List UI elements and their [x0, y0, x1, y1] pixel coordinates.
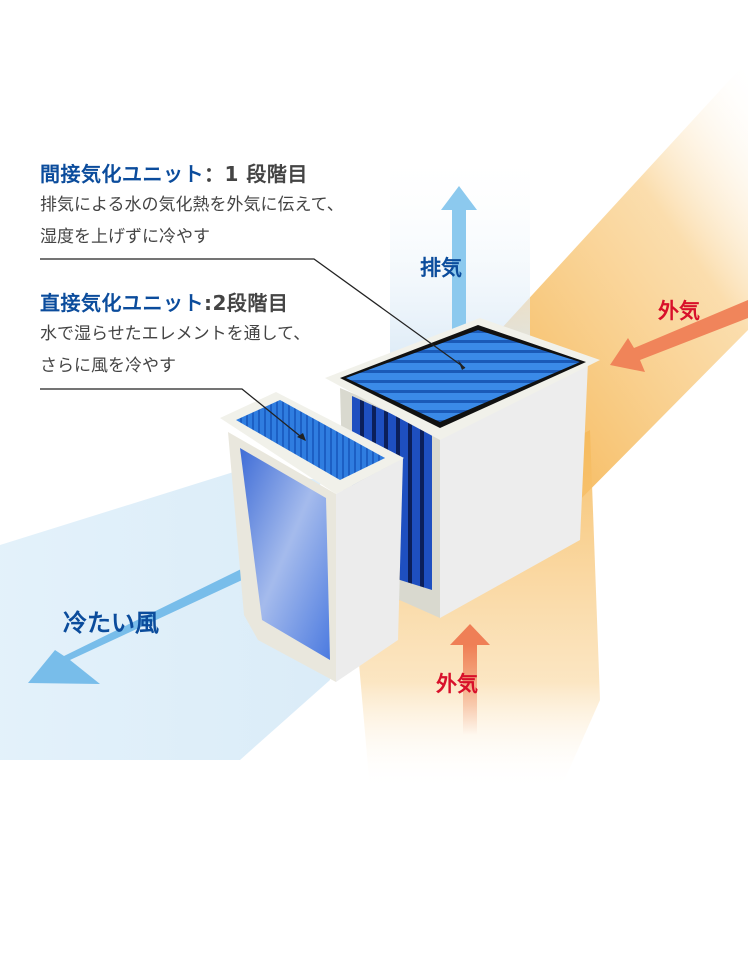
- direct-evaporative-unit: [220, 392, 404, 682]
- direct-unit-title: 直接気化ユニット:2段階目: [40, 287, 310, 316]
- direct-unit-stage: :2段階目: [204, 291, 289, 315]
- indirect-unit-stage: ：1 段階目: [204, 162, 308, 186]
- direct-unit-desc-line-1: 水で湿らせたエレメントを通して、: [40, 324, 311, 344]
- leader-line-indirect: [40, 258, 466, 369]
- exhaust-label: 排気: [420, 256, 462, 280]
- direct-unit-name: 直接気化ユニット: [40, 291, 204, 315]
- outside-air-label-right: 外気: [658, 299, 700, 323]
- leader-line-direct: [40, 388, 306, 441]
- outside-air-arrow-bottom: [450, 624, 490, 735]
- direct-unit-callout: 直接気化ユニット:2段階目 水で湿らせたエレメントを通して、 さらに風を冷やす: [40, 287, 310, 382]
- direct-unit-desc-line-2: さらに風を冷やす: [40, 356, 176, 376]
- outside-air-arrow-right: [610, 300, 748, 372]
- indirect-unit-desc-line-1: 排気による水の気化熱を外気に伝えて、: [40, 195, 344, 215]
- outside-air-label-bottom: 外気: [436, 672, 478, 696]
- indirect-unit-callout: 間接気化ユニット：1 段階目 排気による水の気化熱を外気に伝えて、 湿度を上げず…: [40, 158, 344, 253]
- indirect-unit-desc-line-2: 湿度を上げずに冷やす: [40, 227, 210, 247]
- indirect-unit-name: 間接気化ユニット: [40, 162, 204, 186]
- cool-wind-arrow: [28, 545, 296, 684]
- indirect-unit-title: 間接気化ユニット：1 段階目: [40, 158, 344, 187]
- cool-wind-label: 冷たい風: [63, 609, 159, 637]
